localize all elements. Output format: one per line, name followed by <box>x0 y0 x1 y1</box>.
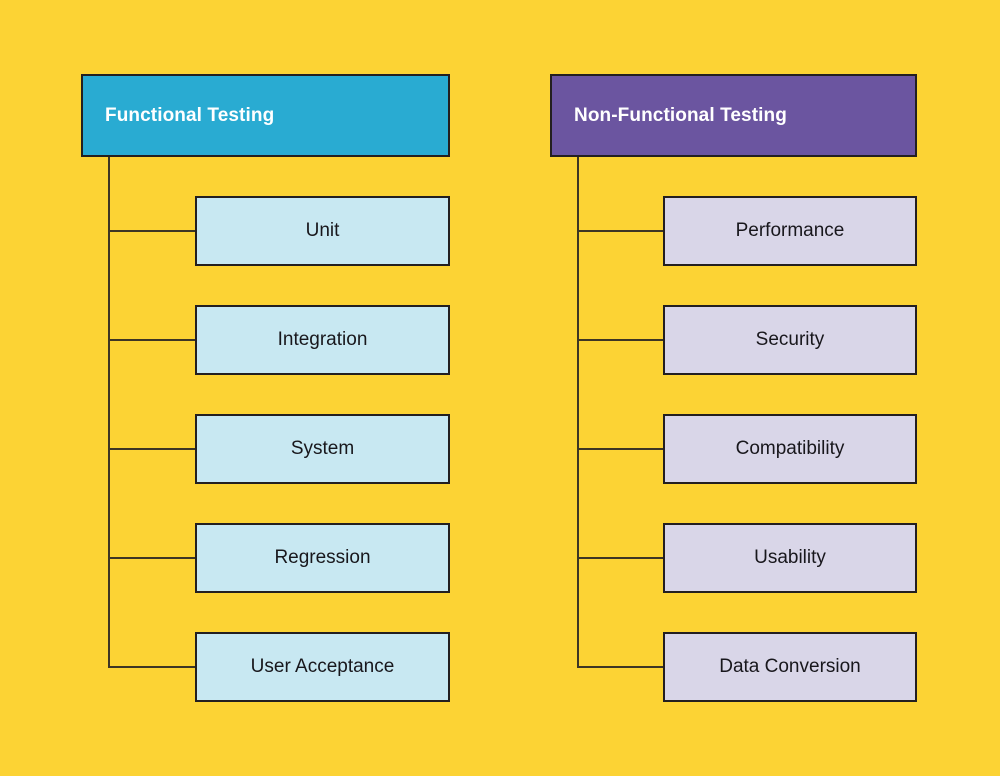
connector-branch-functional-0 <box>108 230 195 232</box>
leaf-label-non-functional-4: Data Conversion <box>719 656 861 677</box>
connector-branch-non-functional-3 <box>577 557 663 559</box>
connector-branch-functional-2 <box>108 448 195 450</box>
leaf-box-non-functional-3[interactable]: Usability <box>663 523 917 593</box>
root-box-non-functional[interactable]: Non-Functional Testing <box>550 74 917 157</box>
root-label-non-functional: Non-Functional Testing <box>574 104 787 126</box>
leaf-box-non-functional-0[interactable]: Performance <box>663 196 917 266</box>
leaf-label-non-functional-2: Compatibility <box>735 438 845 459</box>
leaf-box-functional-2[interactable]: System <box>195 414 450 484</box>
connector-branch-non-functional-4 <box>577 666 663 668</box>
leaf-label-functional-4: User Acceptance <box>250 656 395 677</box>
leaf-label-functional-2: System <box>290 438 355 459</box>
connector-trunk-non-functional <box>577 157 579 667</box>
leaf-label-functional-3: Regression <box>274 547 371 568</box>
leaf-box-non-functional-1[interactable]: Security <box>663 305 917 375</box>
connector-branch-functional-4 <box>108 666 195 668</box>
connector-branch-functional-1 <box>108 339 195 341</box>
connector-branch-non-functional-0 <box>577 230 663 232</box>
leaf-label-non-functional-0: Performance <box>735 220 845 241</box>
leaf-box-functional-0[interactable]: Unit <box>195 196 450 266</box>
leaf-box-functional-3[interactable]: Regression <box>195 523 450 593</box>
leaf-box-non-functional-4[interactable]: Data Conversion <box>663 632 917 702</box>
leaf-label-non-functional-3: Usability <box>754 547 826 568</box>
connector-branch-non-functional-2 <box>577 448 663 450</box>
leaf-box-functional-1[interactable]: Integration <box>195 305 450 375</box>
leaf-label-functional-1: Integration <box>277 329 368 350</box>
leaf-box-functional-4[interactable]: User Acceptance <box>195 632 450 702</box>
connector-branch-functional-3 <box>108 557 195 559</box>
leaf-label-non-functional-1: Security <box>755 329 825 350</box>
leaf-box-non-functional-2[interactable]: Compatibility <box>663 414 917 484</box>
connector-branch-non-functional-1 <box>577 339 663 341</box>
root-box-functional[interactable]: Functional Testing <box>81 74 450 157</box>
leaf-label-functional-0: Unit <box>305 220 340 241</box>
connector-trunk-functional <box>108 157 110 667</box>
root-label-functional: Functional Testing <box>105 104 275 126</box>
